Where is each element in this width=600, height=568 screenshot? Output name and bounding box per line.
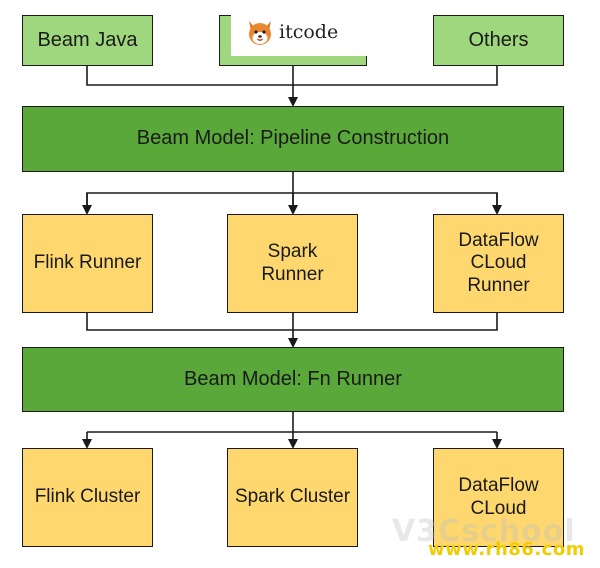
- node-dataflow-cloud: DataFlow CLoud: [433, 448, 564, 547]
- node-flink-cluster: Flink Cluster: [22, 448, 153, 547]
- shiba-dog-icon: [249, 21, 271, 45]
- node-others: Others: [433, 15, 564, 66]
- site-watermark: www.rh86.com: [428, 539, 585, 560]
- logo-text: itcode: [279, 21, 339, 43]
- node-flink-runner: Flink Runner: [22, 214, 153, 313]
- node-spark-runner: Spark Runner: [227, 214, 358, 313]
- itcode-logo: itcode: [231, 8, 368, 56]
- node-spark-cluster: Spark Cluster: [227, 448, 358, 547]
- node-pipeline-construction: Beam Model: Pipeline Construction: [22, 106, 564, 172]
- node-fn-runner: Beam Model: Fn Runner: [22, 347, 564, 412]
- node-dataflow-cloud-runner: DataFlow CLoud Runner: [433, 214, 564, 313]
- school-watermark: V3Cschool: [392, 514, 576, 549]
- node-beam-java: Beam Java: [22, 15, 153, 66]
